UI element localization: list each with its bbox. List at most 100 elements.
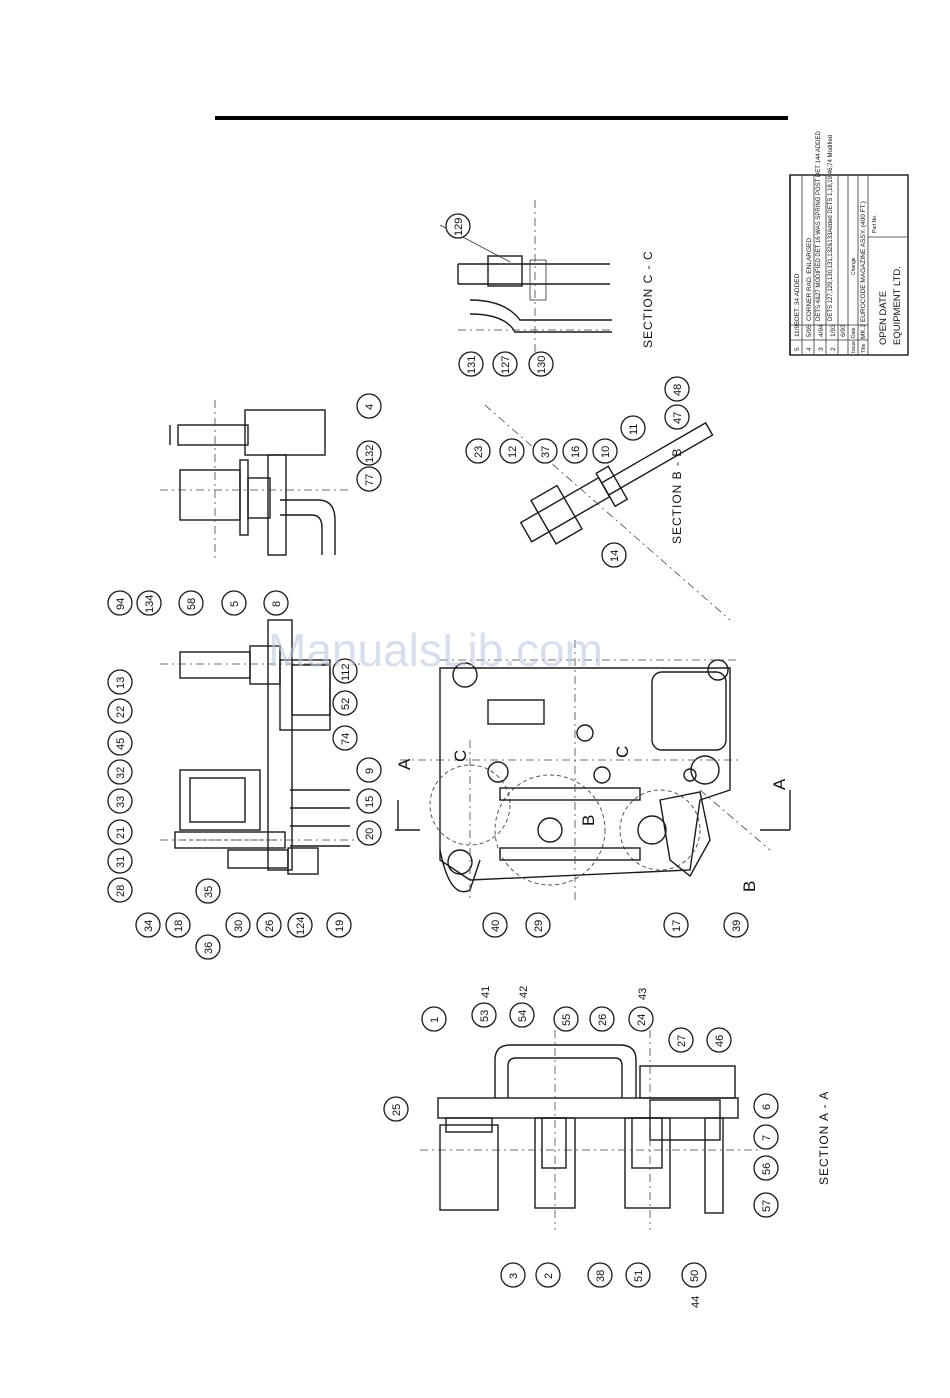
section-bb-view — [484, 404, 731, 621]
svg-text:124: 124 — [295, 917, 307, 935]
svg-text:94: 94 — [115, 598, 127, 610]
callout-124: 124 — [287, 912, 313, 938]
svg-text:57: 57 — [761, 1200, 773, 1212]
callout-27: 27 — [668, 1027, 694, 1053]
revision-table: 5 11/95 DET. 34 ADDED 4 5/95 CORNER RAD.… — [789, 131, 909, 356]
callout-112: 112 — [332, 658, 358, 684]
svg-text:12: 12 — [507, 446, 519, 458]
callout-130: 130 — [528, 351, 554, 377]
svg-text:48: 48 — [672, 384, 684, 396]
svg-text:37: 37 — [540, 446, 552, 458]
svg-text:9: 9 — [364, 768, 376, 774]
callout-52: 52 — [332, 690, 358, 716]
svg-text:23: 23 — [473, 446, 485, 458]
svg-text:5: 5 — [229, 601, 241, 607]
callout-37: 37 — [532, 438, 558, 464]
rev-row-date: 5/95 — [806, 324, 813, 337]
callout-77: 77 — [356, 466, 382, 492]
callout-129: 129 — [445, 213, 471, 239]
rev-row-date: 4/94 — [818, 324, 825, 337]
section-cc-label: SECTION C - C — [641, 250, 655, 348]
callout-3: 3 — [500, 1262, 526, 1288]
callout-29: 29 — [525, 912, 551, 938]
svg-text:58: 58 — [186, 598, 198, 610]
callout-7: 7 — [753, 1124, 779, 1150]
svg-text:134: 134 — [144, 595, 156, 613]
cut-arrow-b-inner-label: B — [579, 814, 598, 826]
callout-134: 134 — [136, 590, 162, 616]
callout-43: 43 — [637, 988, 649, 1000]
svg-text:40: 40 — [490, 920, 502, 932]
callout-20: 20 — [356, 820, 382, 846]
callout-42: 42 — [518, 986, 530, 998]
callout-22: 22 — [107, 698, 133, 724]
callout-1: 1 — [421, 1006, 447, 1032]
callout-45: 45 — [107, 730, 133, 756]
rev-row-date: 11/95 — [794, 321, 801, 337]
svg-text:36: 36 — [203, 942, 215, 954]
callout-31: 31 — [107, 848, 133, 874]
svg-text:1: 1 — [429, 1017, 441, 1023]
callout-18: 18 — [165, 912, 191, 938]
callout-53: 53 — [471, 1002, 497, 1028]
svg-text:53: 53 — [479, 1010, 491, 1022]
svg-text:16: 16 — [570, 446, 582, 458]
cut-arrow-c-right-label: C — [613, 745, 632, 758]
watermark: ManualsLib.com — [268, 624, 603, 676]
rev-row-change: CORNER RAD. ENLARGED — [806, 238, 813, 321]
callout-94: 94 — [107, 590, 133, 616]
rev-header-change: Change — [851, 257, 857, 275]
svg-text:24: 24 — [636, 1014, 648, 1026]
rev-header-issue: Issue — [851, 341, 857, 353]
svg-text:11: 11 — [628, 424, 640, 435]
svg-text:18: 18 — [173, 920, 185, 932]
svg-text:46: 46 — [714, 1035, 726, 1047]
svg-text:56: 56 — [761, 1163, 773, 1175]
callout-38: 38 — [587, 1262, 613, 1288]
svg-text:26: 26 — [264, 920, 276, 932]
callout-28: 28 — [107, 877, 133, 903]
callout-48: 48 — [664, 376, 690, 402]
callout-16: 16 — [562, 438, 588, 464]
callout-41: 41 — [480, 986, 492, 998]
svg-text:112: 112 — [340, 663, 352, 681]
callout-32: 32 — [107, 759, 133, 785]
callout-4: 4 — [356, 393, 382, 419]
svg-text:32: 32 — [115, 767, 127, 779]
svg-text:38: 38 — [595, 1270, 607, 1282]
section-aa-label: SECTION A - A — [817, 1091, 831, 1185]
svg-text:15: 15 — [364, 796, 376, 808]
svg-text:52: 52 — [340, 698, 352, 710]
callout-2: 2 — [535, 1262, 561, 1288]
rev-header-date: Date — [851, 327, 857, 338]
svg-text:26: 26 — [597, 1014, 609, 1026]
callout-55: 55 — [553, 1006, 579, 1032]
svg-text:3: 3 — [508, 1273, 520, 1279]
svg-text:28: 28 — [115, 885, 127, 897]
callout-127: 127 — [492, 351, 518, 377]
callout-46: 46 — [706, 1027, 732, 1053]
callout-131: 131 — [458, 351, 484, 377]
rev-row-change: DET. 34 ADDED — [794, 273, 801, 321]
section-bb-label: SECTION B - B — [670, 448, 684, 544]
callout-12: 12 — [499, 438, 525, 464]
callout-19: 19 — [326, 912, 352, 938]
svg-text:21: 21 — [115, 827, 127, 839]
callout-74: 74 — [332, 725, 358, 751]
svg-text:77: 77 — [364, 474, 376, 486]
section-aa-view — [420, 1030, 760, 1230]
rev-row-issue: 2 — [830, 347, 837, 351]
svg-text:10: 10 — [600, 446, 612, 458]
svg-text:14: 14 — [609, 550, 621, 562]
callout-11: 11 — [620, 415, 646, 441]
callout-23: 23 — [465, 438, 491, 464]
svg-text:45: 45 — [115, 738, 127, 750]
cut-arrow-c-left-label: C — [451, 749, 470, 762]
callout-58: 58 — [178, 590, 204, 616]
title-label: Title — [861, 344, 867, 353]
callout-39: 39 — [723, 912, 749, 938]
callout-9: 9 — [356, 757, 382, 783]
svg-text:7: 7 — [761, 1135, 773, 1141]
svg-text:131: 131 — [466, 356, 478, 374]
